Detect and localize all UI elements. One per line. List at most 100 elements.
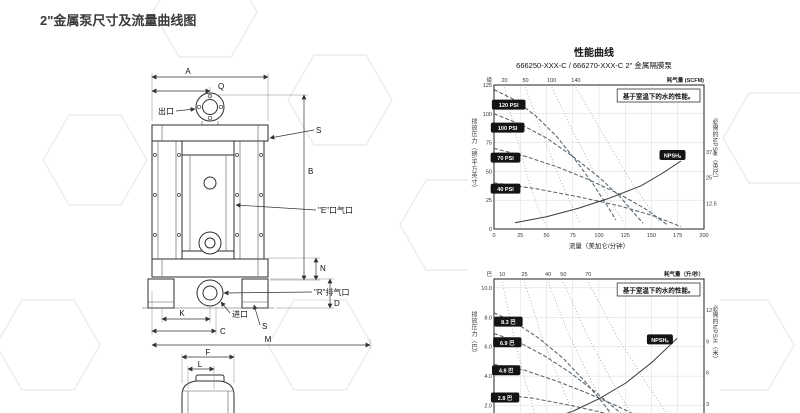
svg-text:40 PSI: 40 PSI bbox=[497, 187, 514, 193]
svg-text:10: 10 bbox=[499, 272, 505, 278]
svg-text:25: 25 bbox=[706, 176, 712, 182]
right-foot bbox=[241, 278, 269, 309]
plot-border bbox=[493, 278, 705, 413]
page-title: 2"金属泵尺寸及流量曲线图 bbox=[40, 13, 197, 28]
series-70-PSI bbox=[493, 147, 669, 226]
svg-text:175: 175 bbox=[673, 233, 682, 239]
x-axis-label: 流量（美加仑/分钟） bbox=[569, 241, 629, 250]
dim-label-a: A bbox=[185, 67, 191, 76]
dim-label-d: D bbox=[334, 299, 340, 308]
series-NPSHₐ bbox=[566, 337, 678, 413]
y-axis-label-npsh-m: 必需的NPSH（米） bbox=[711, 305, 717, 363]
curve-label-6.9-巴 bbox=[493, 337, 522, 348]
chart-canvas-imperial: 0 25 50 75 100 125 150 175 200 125 100 75 50 25 0 37.5 2… bbox=[483, 76, 717, 250]
series-70-L/s bbox=[587, 281, 668, 413]
svg-text:125: 125 bbox=[621, 233, 630, 239]
svg-text:9: 9 bbox=[706, 339, 709, 345]
top-axis-label: 耗气量 (SCFM) bbox=[667, 76, 704, 84]
performance-chart-imperial: 性能曲线 666250-XXX-C / 666270-XXX-C 2" 金属隔膜… bbox=[468, 48, 720, 263]
svg-text:25: 25 bbox=[486, 198, 492, 204]
pump-body bbox=[142, 92, 274, 413]
dim-label-m: M bbox=[265, 335, 272, 344]
svg-text:100: 100 bbox=[594, 233, 603, 239]
curve-label-40-PSI bbox=[490, 183, 521, 194]
series-140-SCFM bbox=[575, 87, 661, 224]
left-fluid-cap bbox=[151, 140, 183, 260]
curve-label-NPSHₐ bbox=[659, 149, 686, 160]
svg-text:75: 75 bbox=[570, 233, 576, 239]
svg-text:100 PSI: 100 PSI bbox=[498, 126, 518, 132]
port-label-outlet: 出口 bbox=[158, 106, 174, 116]
svg-text:NPSHₐ: NPSHₐ bbox=[651, 338, 669, 344]
svg-text:50: 50 bbox=[486, 169, 492, 175]
curve-label-2.8-巴 bbox=[490, 392, 520, 403]
legend-note: 基于室温下的水的性能。 bbox=[622, 286, 695, 295]
left-axis-unit: 巴 bbox=[486, 271, 492, 278]
dim-label-b: B bbox=[308, 167, 313, 176]
svg-text:6.0: 6.0 bbox=[484, 345, 492, 351]
svg-text:8.0: 8.0 bbox=[484, 315, 492, 321]
svg-text:4.0: 4.0 bbox=[484, 374, 492, 380]
dim-label-q: Q bbox=[218, 82, 224, 91]
y-axis-label-npsh-ft: 必需的NPSH（英尺） bbox=[711, 118, 717, 183]
svg-text:50: 50 bbox=[560, 272, 566, 278]
curve-label-120-PSI bbox=[491, 99, 526, 110]
svg-text:50: 50 bbox=[522, 78, 528, 84]
svg-text:NPSHₐ: NPSHₐ bbox=[664, 153, 682, 159]
dimension-lines: A Q S B "E"口气口 N "R"排气口 D 出口 K 进口 bbox=[151, 67, 371, 389]
svg-text:100: 100 bbox=[483, 112, 492, 118]
chart-subtitle: 666250-XXX-C / 666270-XXX-C 2" 金属隔膜泵 bbox=[516, 61, 672, 70]
top-manifold bbox=[151, 124, 269, 142]
dim-label-l: L bbox=[198, 360, 203, 369]
y-axis-label-pressure-psi: 排放压力（磅/平方英寸） bbox=[470, 118, 476, 192]
svg-text:6.9 巴: 6.9 巴 bbox=[500, 339, 515, 347]
curve-label-100-PSI bbox=[490, 122, 525, 133]
svg-text:4.8 巴: 4.8 巴 bbox=[499, 367, 514, 375]
svg-text:50: 50 bbox=[543, 233, 549, 239]
series-2.8-巴 bbox=[493, 393, 607, 413]
pump-dimension-drawing: A Q S B "E"口气口 N "R"排气口 D 出口 K 进口 bbox=[142, 67, 371, 413]
svg-text:0: 0 bbox=[492, 233, 495, 239]
legend-box bbox=[616, 88, 701, 103]
dim-label-s-bottom: S bbox=[262, 322, 267, 331]
port-label-inlet: 进口 bbox=[232, 310, 248, 319]
svg-text:37.5: 37.5 bbox=[706, 150, 717, 156]
right-fluid-cap bbox=[233, 140, 265, 260]
port-label-exhaust: "R"排气口 bbox=[314, 287, 349, 297]
series-4.8-巴 bbox=[493, 363, 633, 413]
svg-text:100: 100 bbox=[547, 78, 556, 84]
bottom-manifold bbox=[151, 258, 269, 278]
svg-text:125: 125 bbox=[483, 83, 492, 89]
chart-canvas-metric: 09518928437847356766275710.08.06.04.02.0… bbox=[481, 270, 712, 413]
svg-text:20: 20 bbox=[501, 78, 507, 84]
svg-text:75: 75 bbox=[486, 141, 492, 147]
series-NPSHₐ bbox=[514, 160, 682, 224]
svg-text:12.5: 12.5 bbox=[706, 201, 717, 207]
curve-label-70-PSI bbox=[490, 152, 521, 163]
dim-label-s-top: S bbox=[316, 126, 321, 135]
series-40-PSI bbox=[493, 182, 682, 228]
dim-label-k: K bbox=[179, 309, 185, 318]
svg-text:0: 0 bbox=[489, 227, 492, 233]
svg-text:200: 200 bbox=[699, 233, 708, 239]
top-axis-label: 耗气量（升/秒） bbox=[664, 270, 704, 278]
series-20-SCFM bbox=[504, 87, 545, 224]
legend-note: 基于室温下的水的性能。 bbox=[622, 92, 695, 101]
series-100-PSI bbox=[493, 113, 644, 224]
pump-side-view bbox=[181, 374, 235, 413]
svg-text:12: 12 bbox=[706, 308, 712, 314]
svg-text:140: 140 bbox=[571, 78, 580, 84]
left-axis-unit: 磅 bbox=[486, 76, 492, 84]
svg-text:6: 6 bbox=[706, 371, 709, 377]
svg-text:8.3 巴: 8.3 巴 bbox=[501, 318, 516, 326]
series-50-L/s bbox=[563, 281, 632, 413]
curve-label-8.3-巴 bbox=[494, 316, 523, 327]
svg-text:25: 25 bbox=[517, 233, 523, 239]
left-foot bbox=[147, 278, 175, 309]
svg-text:150: 150 bbox=[647, 233, 656, 239]
chart-title: 性能曲线 bbox=[574, 48, 614, 59]
svg-text:3: 3 bbox=[706, 402, 709, 408]
dim-label-n: N bbox=[320, 264, 326, 273]
dim-label-c: C bbox=[220, 327, 226, 336]
svg-text:2.0: 2.0 bbox=[484, 404, 492, 410]
